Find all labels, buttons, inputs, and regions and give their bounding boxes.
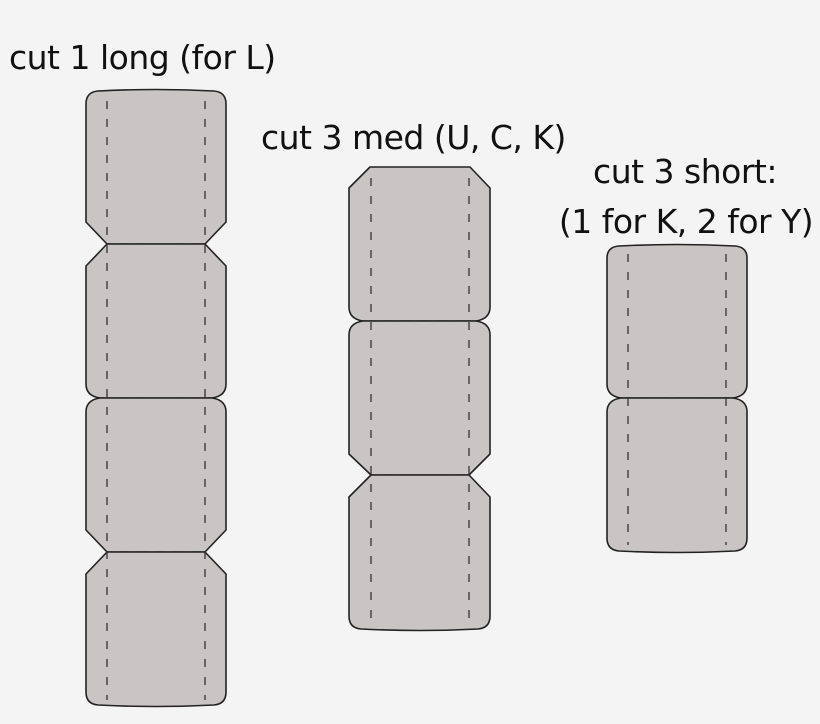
med-strip-segment-3 [348, 474, 491, 632]
label-long: cut 1 long (for L) [9, 38, 276, 77]
short-strip-segment-2 [606, 397, 748, 554]
med-strip-segment-1 [348, 166, 491, 322]
med-strip-segment-2 [348, 320, 491, 476]
long-strip-segment-3 [85, 397, 227, 553]
long-strip-segment-4 [85, 551, 227, 708]
label-med: cut 3 med (U, C, K) [261, 118, 566, 157]
short-strip-segment-1 [606, 243, 748, 399]
label-short-line1: cut 3 short: [593, 152, 777, 191]
long-strip-segment-1 [85, 88, 227, 245]
label-short-line2: (1 for K, 2 for Y) [558, 202, 814, 241]
